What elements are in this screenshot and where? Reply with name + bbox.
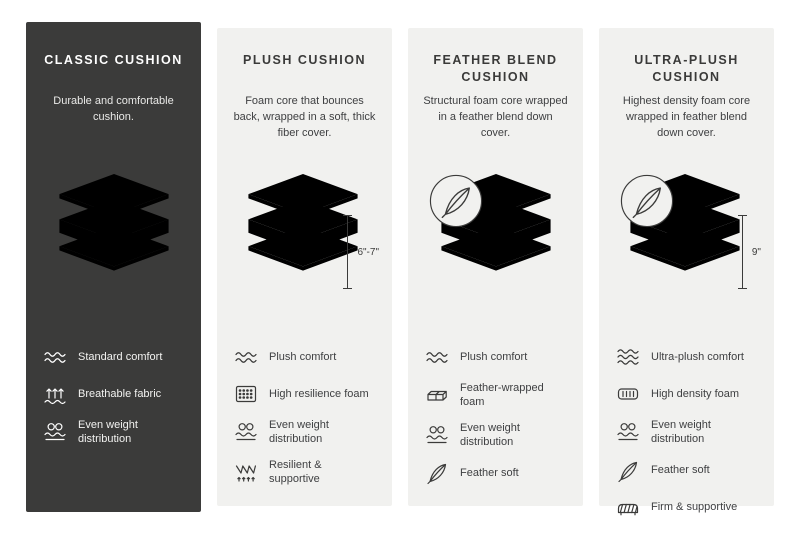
feature-label: High resilience foam bbox=[269, 387, 369, 400]
feature-item: High resilience foam bbox=[234, 381, 375, 407]
foam-bricks-icon bbox=[425, 383, 449, 407]
feature-label: Even weight distribution bbox=[269, 419, 329, 446]
column-description: Foam core that bounces back, wrapped in … bbox=[233, 95, 376, 139]
density-foam-icon bbox=[616, 382, 640, 406]
feature-item: Breathable fabric bbox=[43, 381, 184, 407]
cushion-illustration: 9" bbox=[614, 174, 761, 338]
waves-icon bbox=[43, 345, 67, 369]
feature-item: Plush comfort bbox=[234, 344, 375, 370]
feature-label: Firm & supportive bbox=[651, 501, 738, 514]
feature-label: Even weight distribution bbox=[78, 419, 138, 446]
feature-item: Resilient & supportive bbox=[234, 458, 375, 487]
feature-label: Ultra-plush comfort bbox=[651, 350, 744, 363]
feature-label: Standard comfort bbox=[78, 350, 163, 363]
waves-icon bbox=[234, 345, 258, 369]
foam-bubbles-icon bbox=[234, 382, 258, 406]
height-label: 6"-7" bbox=[357, 246, 379, 258]
feature-label: Breathable fabric bbox=[78, 387, 162, 400]
feather-icon bbox=[616, 459, 640, 483]
breathable-icon bbox=[43, 382, 67, 406]
feature-item: Standard comfort bbox=[43, 344, 184, 370]
column-plush-cushion: PLUSH CUSHION Foam core that bounces bac… bbox=[217, 28, 392, 506]
waves-icon bbox=[425, 345, 449, 369]
feature-item: Ultra-plush comfort bbox=[616, 344, 757, 370]
feature-item: Feather soft bbox=[616, 458, 757, 484]
column-description: Structural foam core wrapped in a feathe… bbox=[423, 95, 568, 139]
feature-label: Plush comfort bbox=[269, 350, 337, 363]
column-ultra-plush-cushion: ULTRA-PLUSH CUSHION Highest density foam… bbox=[599, 28, 774, 506]
feature-item: High density foam bbox=[616, 381, 757, 407]
feather-icon bbox=[425, 461, 449, 485]
weight-distribution-icon bbox=[425, 423, 449, 447]
feather-badge bbox=[620, 174, 674, 228]
height-dimension-line bbox=[343, 215, 353, 289]
height-indicator: 6"-7" bbox=[343, 215, 379, 289]
column-classic-cushion: CLASSIC CUSHION Durable and comfortable … bbox=[26, 22, 201, 512]
height-label: 9" bbox=[751, 246, 761, 258]
feature-label: Even weight distribution bbox=[651, 419, 711, 446]
feature-item: Even weight distribution bbox=[43, 418, 184, 447]
feature-label: Plush comfort bbox=[460, 350, 528, 363]
column-description: Highest density foam core wrapped in fea… bbox=[622, 95, 751, 139]
weight-distribution-icon bbox=[234, 420, 258, 444]
feature-label: Feather soft bbox=[651, 464, 710, 477]
feature-item: Even weight distribution bbox=[616, 418, 757, 447]
cushion-illustration: 6"-7" bbox=[232, 174, 379, 338]
feature-item: Even weight distribution bbox=[425, 421, 566, 450]
feature-list: Plush comfort Feather-wrapped foam Even … bbox=[423, 344, 568, 486]
feature-item: Feather soft bbox=[425, 460, 566, 486]
feature-item: Plush comfort bbox=[425, 344, 566, 370]
column-feather-blend-cushion: FEATHER BLEND CUSHION Structural foam co… bbox=[408, 28, 583, 506]
feature-label: Feather soft bbox=[460, 467, 519, 480]
feature-list: Ultra-plush comfort High density foam Ev… bbox=[614, 344, 759, 521]
feature-list: Plush comfort High resilience foam Even … bbox=[232, 344, 377, 486]
weight-distribution-icon bbox=[43, 420, 67, 444]
feature-item: Firm & supportive bbox=[616, 495, 757, 521]
column-description: Durable and comfortable cushion. bbox=[53, 95, 174, 123]
height-indicator: 9" bbox=[737, 215, 761, 289]
feature-label: Even weight distribution bbox=[460, 421, 520, 448]
weight-distribution-icon bbox=[616, 420, 640, 444]
waves-icon bbox=[616, 345, 640, 369]
height-dimension-line bbox=[737, 215, 747, 289]
feature-item: Feather-wrapped foam bbox=[425, 381, 566, 410]
feature-label: Feather-wrapped foam bbox=[460, 382, 544, 409]
column-title: ULTRA-PLUSH CUSHION bbox=[634, 53, 739, 84]
feature-label: High density foam bbox=[651, 387, 740, 400]
firm-mattress-icon bbox=[616, 496, 640, 520]
feature-label: Resilient & supportive bbox=[269, 458, 322, 485]
cushion-illustration bbox=[41, 174, 186, 338]
feather-badge bbox=[429, 174, 483, 228]
feature-list: Standard comfort Breathable fabric Even … bbox=[41, 344, 186, 447]
column-title: PLUSH CUSHION bbox=[243, 53, 366, 67]
spring-icon bbox=[234, 460, 258, 484]
column-title: CLASSIC CUSHION bbox=[44, 53, 183, 67]
cushion-illustration bbox=[423, 174, 568, 338]
feature-item: Even weight distribution bbox=[234, 418, 375, 447]
layered-cushion-drawing bbox=[51, 174, 177, 273]
column-title: FEATHER BLEND CUSHION bbox=[433, 53, 558, 84]
